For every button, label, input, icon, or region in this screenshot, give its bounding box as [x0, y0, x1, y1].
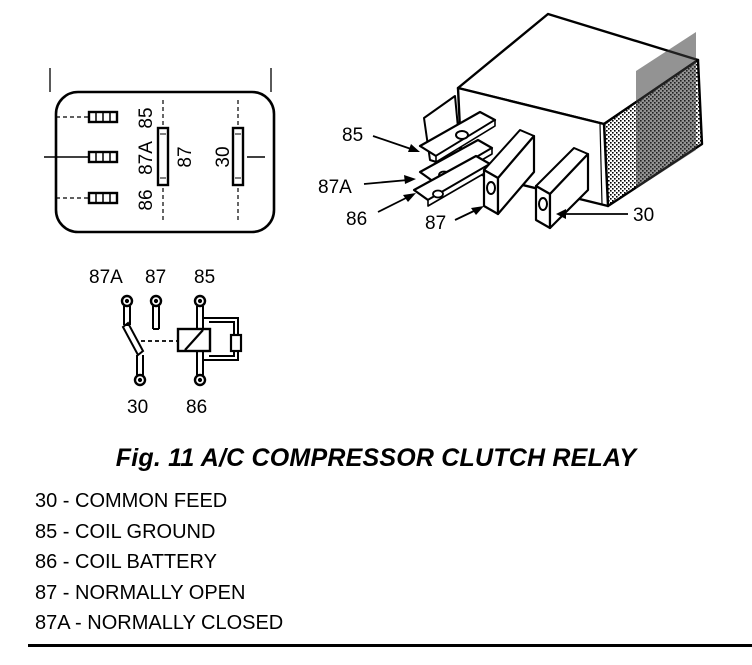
- schematic-label-86: 86: [186, 397, 207, 418]
- terminal-legend: 30 - COMMON FEED 85 - COIL GROUND 86 - C…: [35, 486, 283, 639]
- pin-slot-86: [87, 191, 119, 205]
- terminal-30: [133, 373, 147, 387]
- terminal-87a: [120, 294, 134, 308]
- pin-label-87: 87: [175, 146, 196, 167]
- legend-item: 87 - NORMALLY OPEN: [35, 581, 246, 604]
- relay-schematic: [120, 294, 243, 387]
- legend-item: 87A - NORMALLY CLOSED: [35, 612, 284, 635]
- callout-87a: 87A: [318, 177, 352, 198]
- legend-item: 30 - COMMON FEED: [35, 490, 228, 512]
- legend-item: 85 - COIL GROUND: [35, 520, 216, 543]
- callout-87: 87: [425, 213, 446, 234]
- callout-86: 86: [346, 209, 367, 230]
- pin-face-view: [44, 68, 276, 234]
- callout-30: 30: [633, 205, 654, 226]
- terminal-87: [149, 294, 163, 308]
- legend-item: 86 - COIL BATTERY: [35, 551, 217, 574]
- schematic-label-87: 87: [145, 267, 166, 288]
- pin-label-85: 85: [136, 107, 157, 128]
- callout-85: 85: [342, 125, 363, 146]
- bottom-divider: [28, 644, 752, 647]
- pin-slot-30: [231, 126, 245, 187]
- schematic-label-87a: 87A: [89, 267, 123, 288]
- relay-face-outline: [54, 90, 276, 234]
- relay-3d-view: [363, 12, 704, 230]
- schematic-label-85: 85: [194, 267, 215, 288]
- pin-slot-87: [156, 126, 170, 187]
- figure-caption: Fig. 11 A/C COMPRESSOR CLUTCH RELAY: [115, 444, 637, 472]
- pin-slot-85: [87, 110, 119, 124]
- pin-slot-87a: [87, 150, 119, 164]
- terminal-86: [193, 373, 207, 387]
- suppression-resistor: [229, 333, 243, 353]
- terminal-85: [193, 294, 207, 308]
- schematic-label-30: 30: [127, 397, 148, 418]
- pin-label-87a: 87A: [136, 141, 157, 175]
- relay-coil: [176, 327, 212, 353]
- pin-label-30: 30: [213, 146, 234, 167]
- pin-label-86: 86: [136, 189, 157, 210]
